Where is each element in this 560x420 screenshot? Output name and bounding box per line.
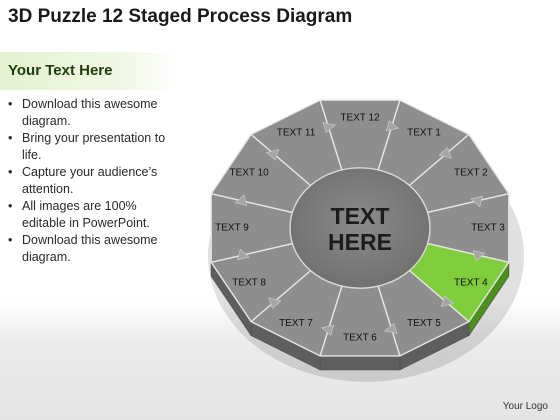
puzzle-arrow [440, 295, 454, 307]
logo-text: Your Logo [502, 401, 548, 412]
segment-label: TEXT 3 [471, 223, 505, 234]
segment-side [319, 355, 401, 371]
center-hub [289, 167, 431, 289]
puzzle-arrow [384, 322, 398, 334]
segment-label: TEXT 9 [215, 223, 249, 234]
bullet-item: Bring your presentation to life. [8, 130, 178, 164]
segment-label: TEXT 6 [343, 333, 377, 344]
puzzle-arrow [385, 120, 399, 132]
subtitle: Your Text Here [8, 62, 113, 79]
puzzle-arrow [322, 122, 336, 134]
center-text: HERE [328, 229, 392, 255]
segment-label: TEXT 5 [407, 318, 441, 329]
subtitle-band [0, 52, 178, 90]
segment-label: TEXT 7 [279, 318, 313, 329]
puzzle-arrow [268, 297, 282, 309]
segment-label: TEXT 10 [229, 168, 269, 179]
segment-label: TEXT 1 [407, 127, 441, 138]
center-text: TEXT [331, 203, 390, 229]
bullet-item: All images are 100% editable in PowerPoi… [8, 198, 178, 232]
puzzle-arrow [266, 149, 280, 161]
puzzle-arrow [321, 324, 335, 336]
puzzle-arrow [236, 248, 250, 261]
bullet-item: Capture your audience’s attention. [8, 164, 178, 198]
page-title: 3D Puzzle 12 Staged Process Diagram [8, 6, 353, 27]
segment-label: TEXT 11 [277, 127, 316, 138]
segment-label: TEXT 2 [454, 168, 488, 179]
segment-label: TEXT 4 [454, 278, 488, 289]
bullet-item: Download this awesome diagram. [8, 96, 178, 130]
bullet-list: Download this awesome diagram. Bring you… [8, 96, 178, 266]
puzzle-arrow [234, 194, 248, 206]
segment-label: TEXT 8 [232, 278, 266, 289]
puzzle-arrow [470, 195, 484, 208]
bullet-item: Download this awesome diagram. [8, 232, 178, 266]
segment-label: TEXT 12 [340, 113, 380, 124]
puzzle-arrow [472, 250, 486, 262]
puzzle-arrow [438, 147, 452, 159]
